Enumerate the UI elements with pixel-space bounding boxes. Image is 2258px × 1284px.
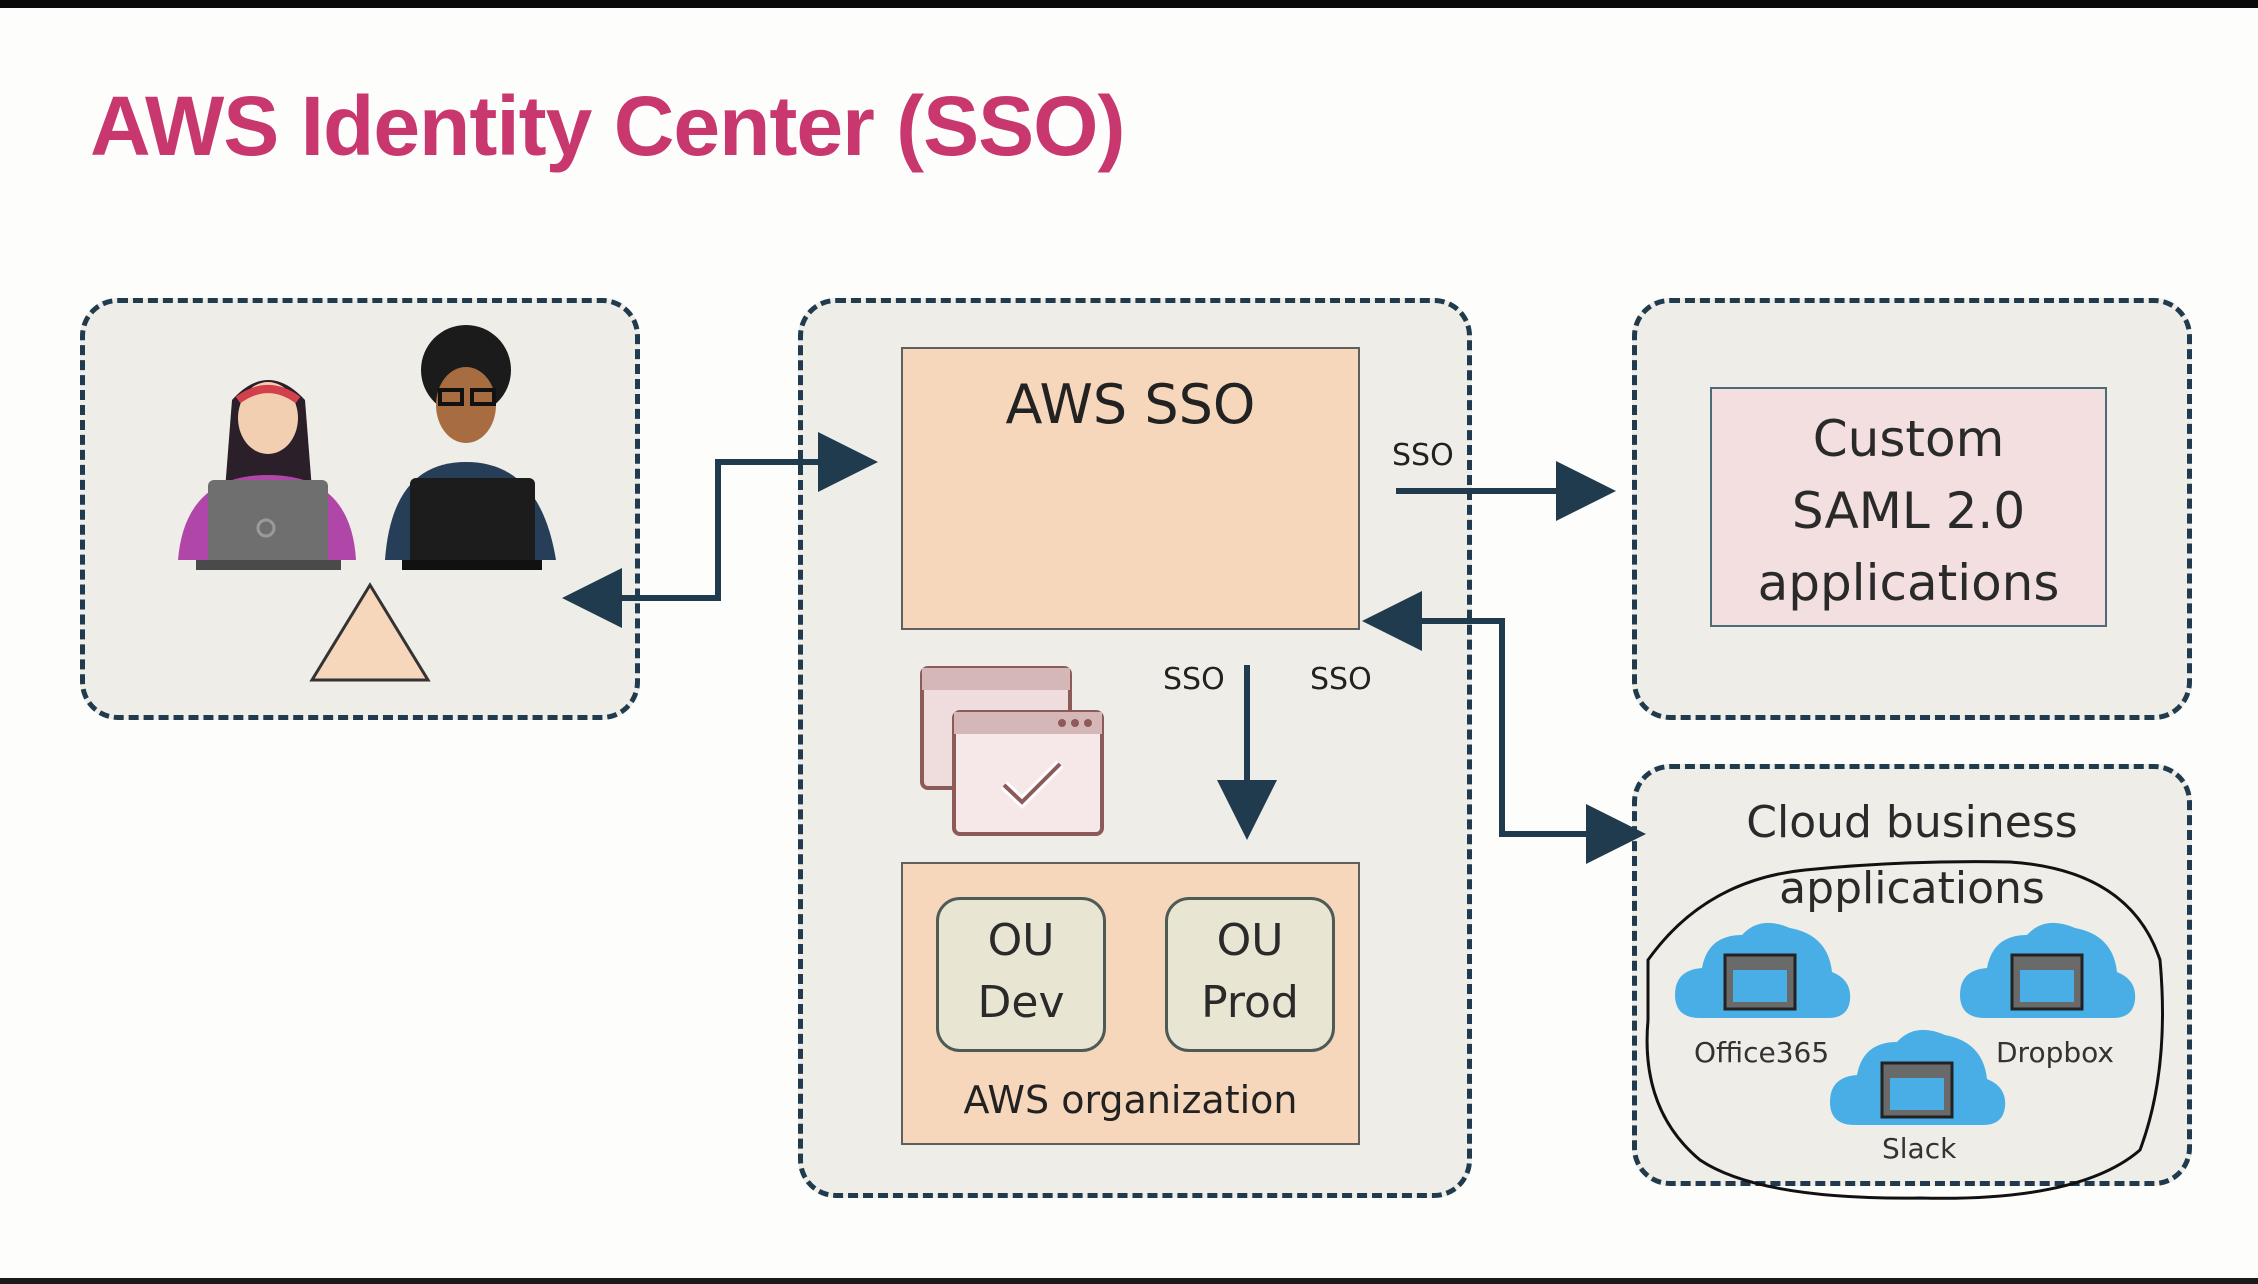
saml-line-3: applications	[1757, 554, 2060, 612]
sso-label-cloud: SSO	[1310, 662, 1372, 697]
ou-prod-line-1: OU	[1216, 915, 1284, 966]
aws-organization-label: AWS organization	[963, 1078, 1298, 1122]
ou-dev-line-2: Dev	[977, 977, 1065, 1028]
cloud-title-line-1: Cloud business	[1746, 797, 2078, 848]
bottom-bar	[0, 1278, 2258, 1284]
office365-cloud-icon	[1675, 922, 1851, 1018]
ou-dev-box: OU Dev	[936, 897, 1106, 1052]
annotation-loop	[1645, 860, 2164, 1200]
top-bar	[0, 0, 2258, 8]
cloud-business-apps-title: Cloud business applications	[1632, 790, 2192, 922]
app-label-slack: Slack	[1882, 1132, 1957, 1165]
arrow-cloud-sso	[1362, 591, 1630, 837]
triangle-icon	[309, 582, 431, 682]
aws-sso-title: AWS SSO	[1005, 373, 1256, 436]
sso-label-saml: SSO	[1392, 438, 1454, 473]
page-title: AWS Identity Center (SSO)	[90, 79, 1125, 173]
woman-user-icon	[178, 380, 356, 570]
custom-saml-box: Custom SAML 2.0 applications	[1710, 387, 2107, 627]
permission-sets-icon	[920, 666, 1104, 836]
arrow-users-sso	[578, 432, 878, 601]
ou-prod-box: OU Prod	[1165, 897, 1335, 1052]
aws-organization-box: OU Dev OU Prod AWS organization	[901, 862, 1360, 1145]
ou-dev-line-1: OU	[987, 915, 1055, 966]
saml-line-2: SAML 2.0	[1791, 482, 2026, 540]
saml-line-1: Custom	[1812, 410, 2005, 468]
app-label-office365: Office365	[1694, 1036, 1830, 1069]
app-label-dropbox: Dropbox	[1996, 1036, 2114, 1069]
dropbox-cloud-icon	[1960, 922, 2136, 1018]
man-user-icon	[385, 325, 556, 570]
slack-cloud-icon	[1830, 1029, 2006, 1125]
ou-prod-line-2: Prod	[1201, 977, 1299, 1028]
cloud-title-line-2: applications	[1779, 863, 2045, 914]
aws-sso-box: AWS SSO	[901, 347, 1360, 630]
sso-label-org: SSO	[1163, 662, 1225, 697]
